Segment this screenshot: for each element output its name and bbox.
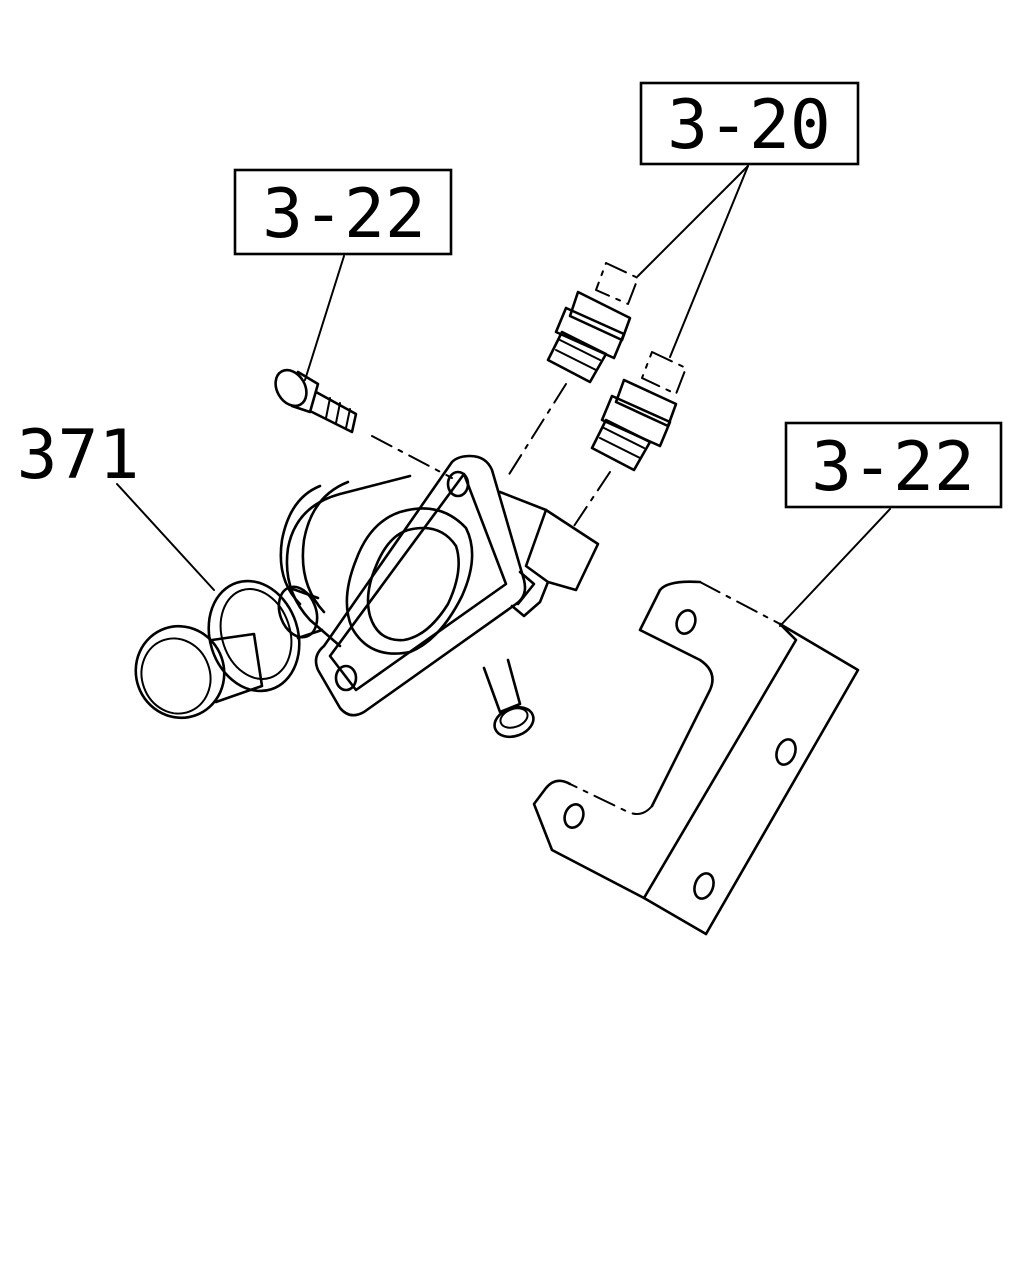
valve-body-part bbox=[279, 454, 600, 739]
flange-hole-bottom bbox=[334, 664, 358, 692]
fitting-alignment-lines bbox=[507, 383, 611, 527]
callout-3-22-bolt-label: 3-22 bbox=[262, 175, 426, 254]
part-371-plunger[interactable] bbox=[123, 569, 324, 730]
callout-3-22-bracket-label: 3-22 bbox=[811, 428, 975, 507]
leader-lines-3-20 bbox=[637, 165, 749, 358]
callout-3-22-bolt[interactable]: 3-22 bbox=[233, 168, 453, 256]
leader-line-371 bbox=[116, 483, 215, 591]
fitting-lower bbox=[590, 351, 687, 472]
part-number-371[interactable]: 371 bbox=[17, 416, 140, 495]
bracket-hole-2 bbox=[775, 738, 797, 766]
callout-3-20[interactable]: 3-20 bbox=[639, 81, 860, 166]
bracket-hole-1 bbox=[675, 609, 697, 635]
leader-line-3-22-bracket bbox=[779, 508, 891, 627]
mounting-bolt-part bbox=[274, 368, 358, 434]
fitting-upper bbox=[546, 262, 639, 384]
flange-hole-top bbox=[446, 470, 470, 498]
leader-line-3-22-bolt bbox=[304, 255, 345, 381]
bracket-hole-3 bbox=[563, 803, 585, 829]
callout-3-20-label: 3-20 bbox=[667, 86, 831, 165]
bolt-alignment-line bbox=[371, 435, 453, 479]
bracket-hole-4 bbox=[693, 872, 715, 900]
mounting-bracket-part bbox=[532, 580, 860, 936]
callout-3-22-bracket[interactable]: 3-22 bbox=[784, 421, 1003, 509]
